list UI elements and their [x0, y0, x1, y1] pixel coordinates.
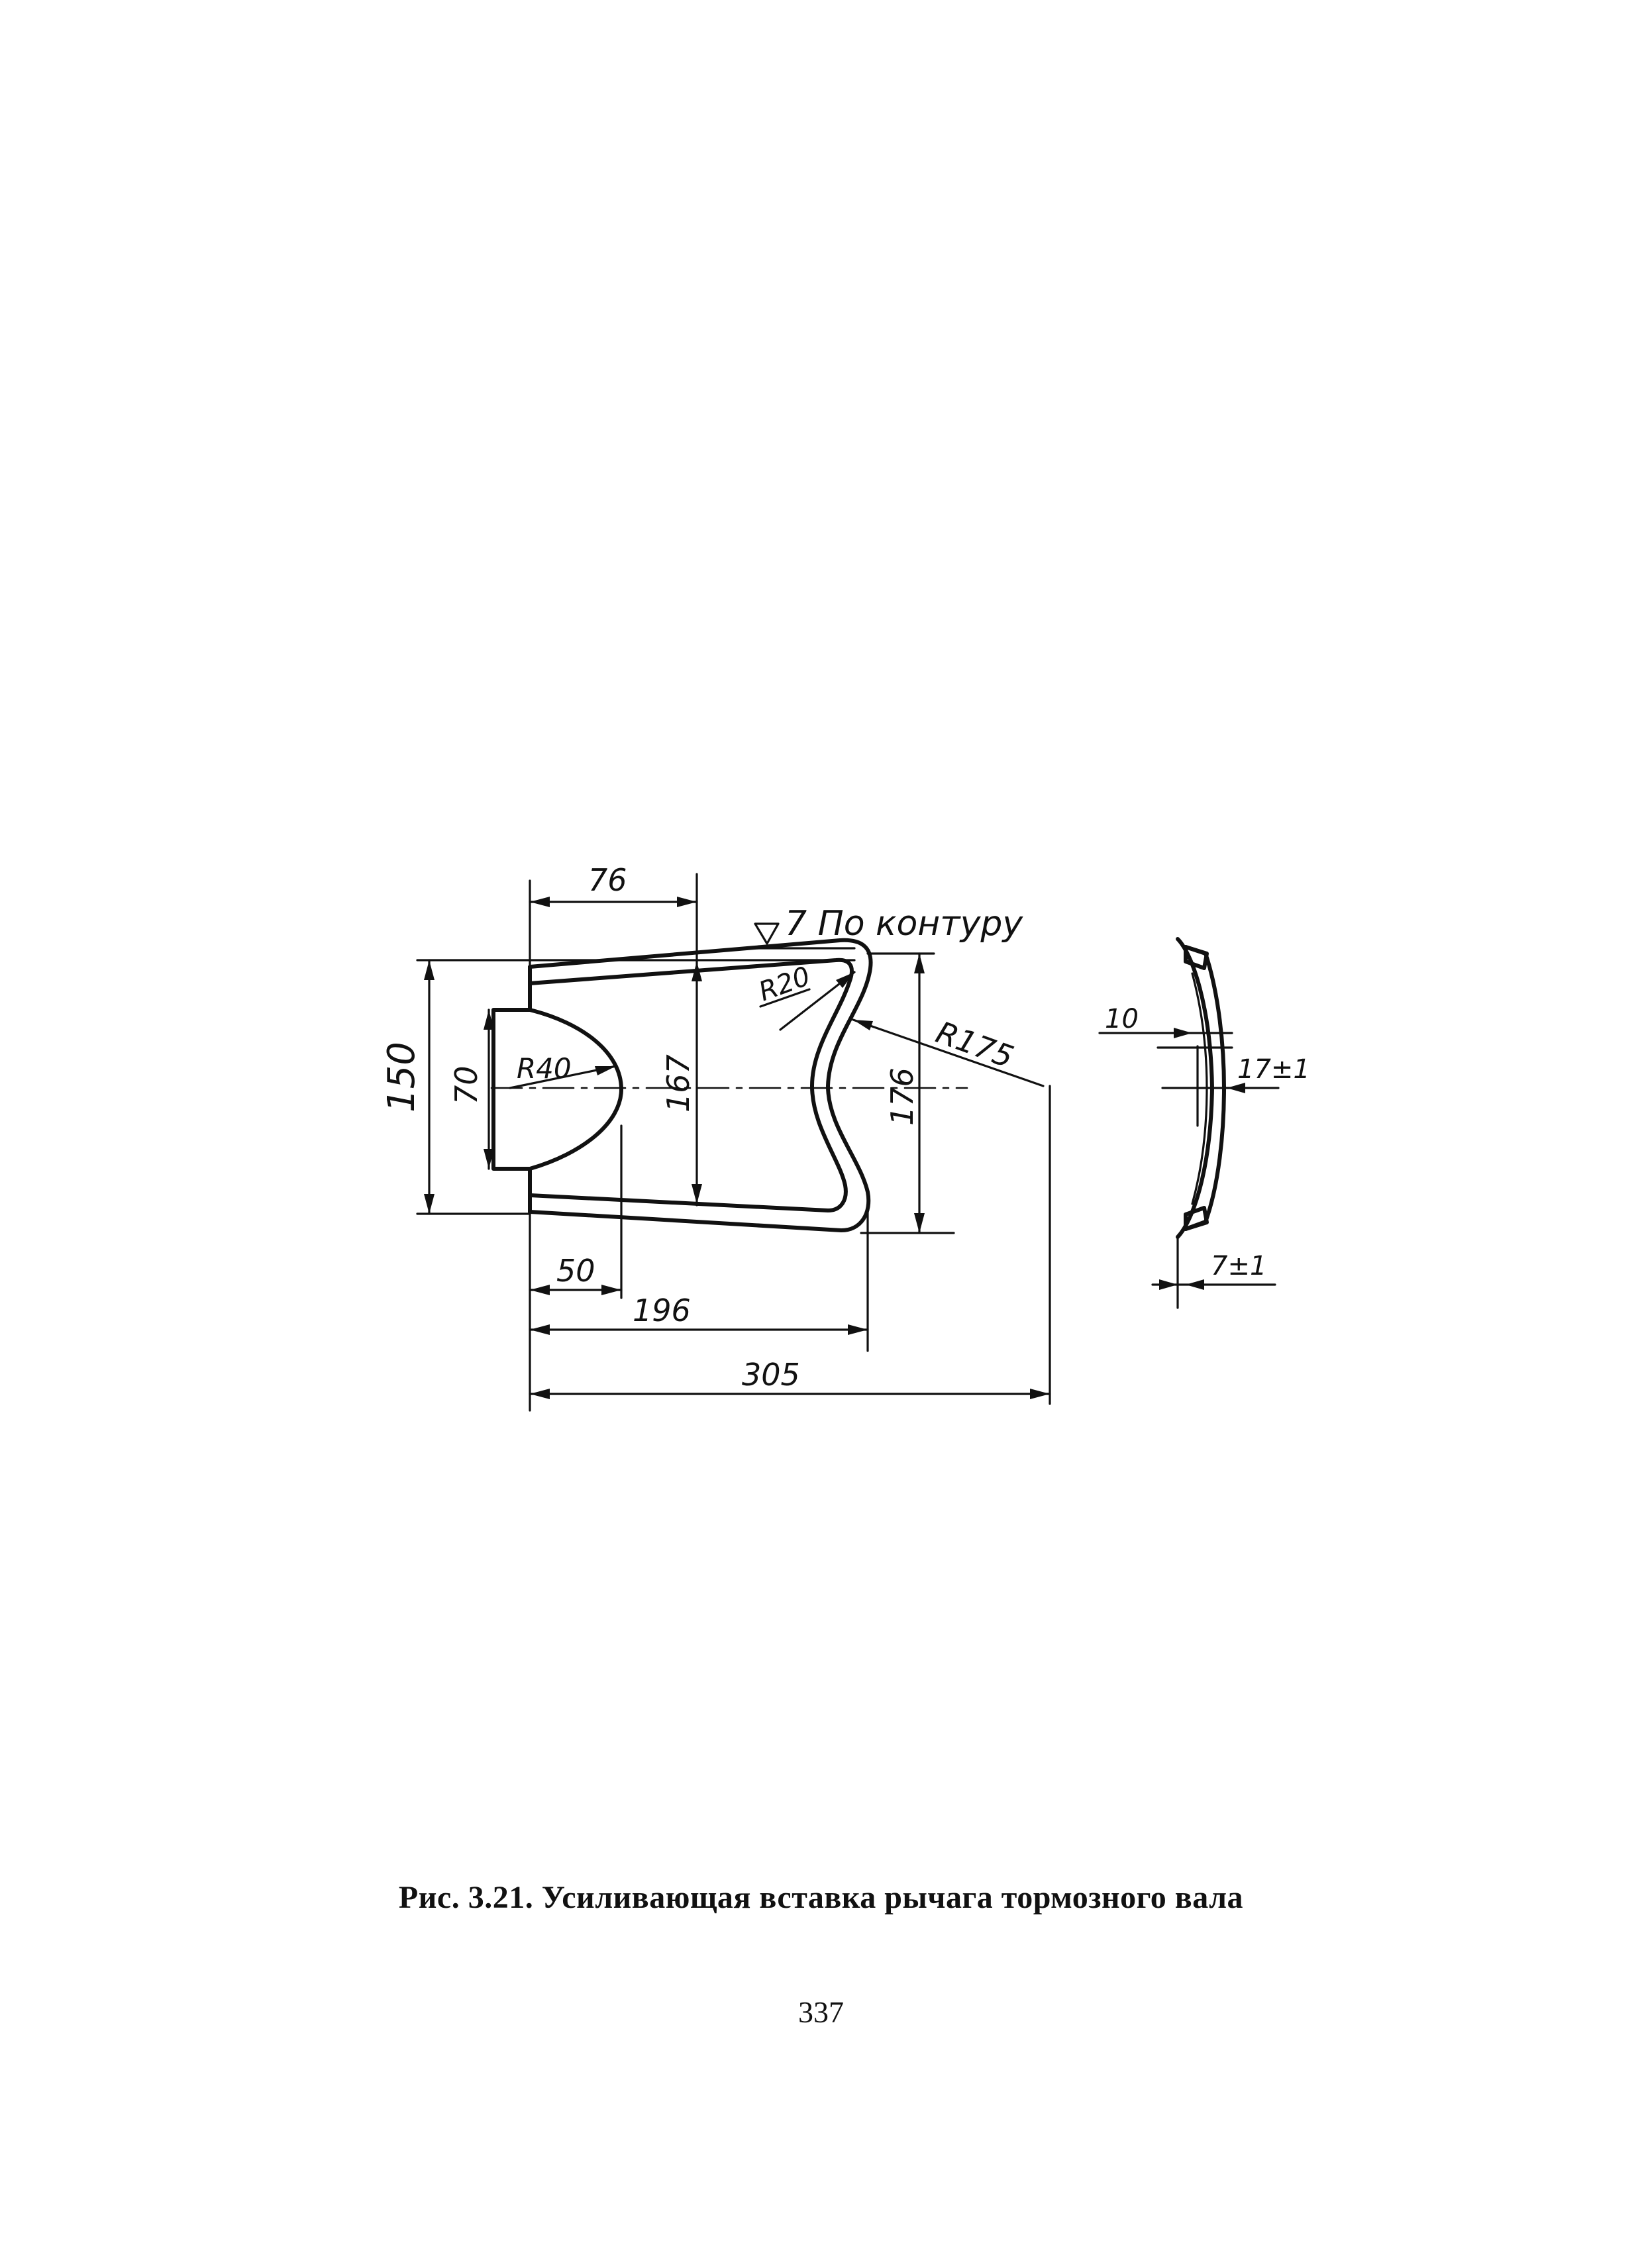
dim-305-label: 305	[742, 1357, 800, 1393]
dim-76-group: 76	[529, 862, 698, 1207]
surface-note: 7 По контуру	[754, 904, 1023, 950]
dim-150-label: 150	[380, 1042, 423, 1112]
dim-196-label: 196	[633, 1293, 691, 1328]
side-view: 10 17±1 7±1	[1098, 937, 1310, 1309]
r175-label: R175	[931, 1014, 1018, 1075]
dim-167-group: 167	[660, 961, 702, 1204]
dim-70-label: 70	[448, 1065, 484, 1105]
notch-r40	[491, 1008, 623, 1171]
r20-label: R20	[755, 961, 815, 1007]
side-dim-17-label: 17±1	[1237, 1054, 1310, 1085]
dim-167-label: 167	[660, 1054, 696, 1112]
side-dim-10-label: 10	[1105, 1004, 1139, 1034]
r175-group: R175	[852, 1014, 1051, 1405]
dim-176-group: 176	[860, 952, 955, 1234]
dim-50-label: 50	[556, 1253, 595, 1289]
dim-305-group: 305	[529, 1357, 1051, 1399]
side-dim-7-label: 7±1	[1211, 1251, 1266, 1281]
r40-label: R40	[517, 1052, 572, 1085]
r20-group: R20	[755, 961, 856, 1031]
surface-note-label: 7 По контуру	[785, 904, 1023, 944]
dim-50-group: 50	[529, 1124, 623, 1412]
technical-drawing: 76 7 По контуру R20 R175 150 70	[380, 862, 1310, 1412]
dim-196-group: 196	[529, 1210, 869, 1352]
dim-70-group: 70	[448, 1009, 494, 1170]
dim-176-label: 176	[884, 1067, 920, 1126]
dim-150-group: 150	[380, 959, 856, 1215]
dim-76-label: 76	[588, 862, 627, 898]
r40-group: R40	[509, 1052, 617, 1089]
figure-caption: Рис. 3.21. Усиливающая вставка рычага то…	[398, 1880, 1244, 1915]
page-number: 337	[798, 1995, 844, 2029]
side-view-tab-bottom	[1184, 1206, 1209, 1231]
side-view-tab-top	[1184, 945, 1209, 970]
surface-triangle-icon	[754, 922, 780, 945]
outer-contour	[528, 938, 873, 1232]
